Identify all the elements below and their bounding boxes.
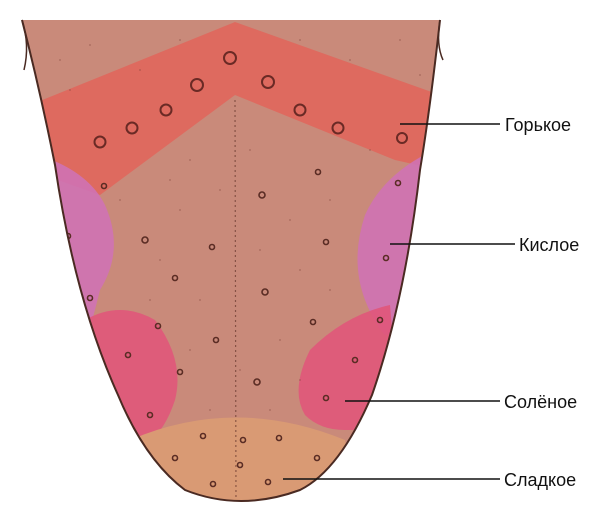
label-sour: Кислое (519, 236, 579, 254)
label-salty: Солёное (504, 393, 577, 411)
tongue-root-edge-right (439, 20, 443, 60)
label-sweet: Сладкое (504, 471, 576, 489)
label-bitter: Горькое (505, 116, 571, 134)
